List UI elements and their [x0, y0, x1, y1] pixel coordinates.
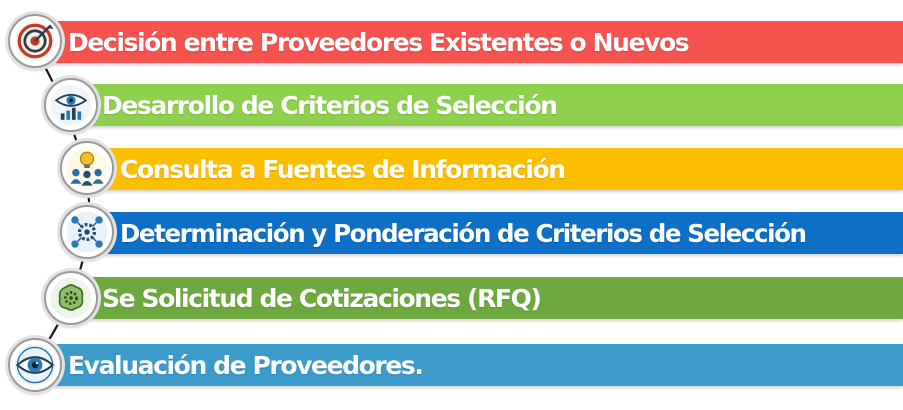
step-4-label: Determinación y Ponderación de Criterios…: [120, 218, 807, 248]
step-3-label: Consulta a Fuentes de Información: [120, 154, 566, 184]
step-5-label: Se Solicitud de Cotizaciones (RFQ): [102, 283, 542, 313]
brain-gear-icon: [44, 271, 98, 325]
step-1-bar: Decisión entre Proveedores Existentes o …: [36, 21, 903, 63]
step-6-label: Evaluación de Proveedores.: [68, 350, 424, 380]
step-2-label: Desarrollo de Criterios de Selección: [102, 90, 558, 120]
step-1-label: Decisión entre Proveedores Existentes o …: [68, 27, 690, 57]
eye-icon: [8, 338, 62, 392]
step-4-bar: Determinación y Ponderación de Criterios…: [88, 212, 903, 254]
lightbulb-team-icon: [60, 141, 114, 195]
step-5-bar: Se Solicitud de Cotizaciones (RFQ): [72, 277, 903, 319]
step-6-bar: Evaluación de Proveedores.: [36, 344, 903, 386]
gear-network-icon: [60, 205, 114, 259]
eye-chart-icon: [44, 78, 98, 132]
step-3-bar: Consulta a Fuentes de Información: [88, 148, 903, 190]
target-icon: [8, 14, 62, 68]
step-2-bar: Desarrollo de Criterios de Selección: [72, 84, 903, 126]
